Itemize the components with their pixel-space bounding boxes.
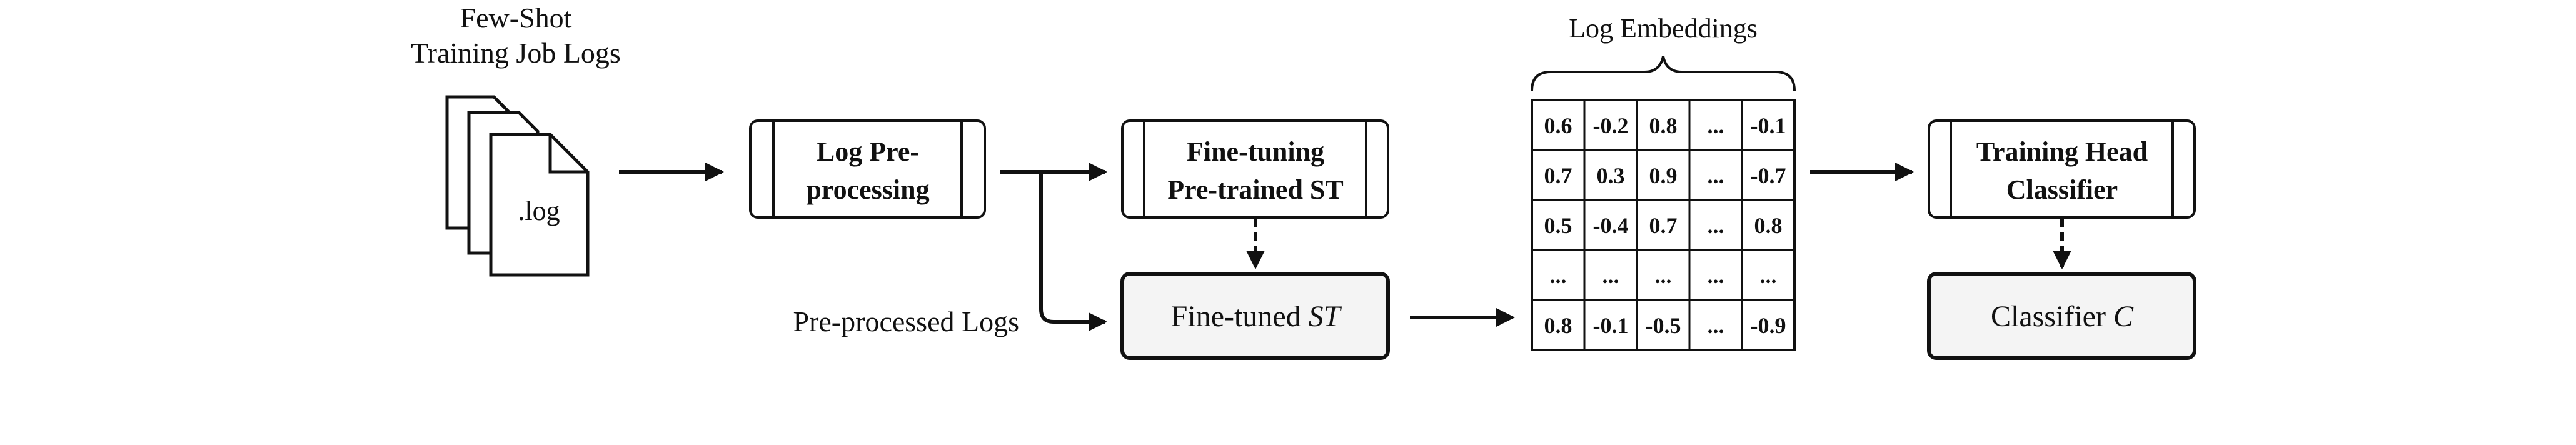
matrix-cell: ...: [1708, 113, 1724, 138]
matrix-cell: -0.4: [1593, 213, 1629, 238]
finetuned-symbol: ST: [1309, 300, 1342, 333]
matrix-cell: 0.5: [1544, 213, 1572, 238]
matrix-cell: 0.7: [1544, 163, 1572, 188]
matrix-cell: 0.8: [1754, 213, 1783, 238]
matrix-border: [1531, 99, 1796, 351]
document-icon: [445, 95, 590, 277]
matrix-cell: 0.9: [1649, 163, 1678, 188]
classifier-symbol: C: [2113, 300, 2134, 333]
matrix-cell: 0.8: [1649, 113, 1678, 138]
svg-text:Classifier C: Classifier C: [1991, 300, 2134, 333]
log-files-stack: Few-Shot Training Job Logs .log: [411, 2, 621, 277]
preprocess-line2: processing: [806, 174, 929, 205]
finetuned-st-box: Fine-tuned ST: [1120, 272, 1390, 360]
matrix-cell: 0.6: [1544, 113, 1572, 138]
embeddings-brace: [1531, 56, 1796, 91]
matrix-cell: -0.1: [1751, 113, 1786, 138]
matrix-cell: ...: [1602, 263, 1619, 288]
matrix-cell: ...: [1708, 313, 1724, 338]
matrix-cell: -0.5: [1646, 313, 1681, 338]
svg-text:Fine-tuned ST: Fine-tuned ST: [1171, 300, 1342, 333]
matrix-cell: -0.7: [1751, 163, 1786, 188]
matrix-cell: ...: [1708, 163, 1724, 188]
matrix-cell: ...: [1655, 263, 1672, 288]
matrix-cell: -0.9: [1751, 313, 1786, 338]
matrix-cell: ...: [1760, 263, 1777, 288]
matrix-cell: -0.2: [1593, 113, 1629, 138]
arrow-preprocess-to-finetuned: [1039, 172, 1107, 331]
training-head-line1: Training Head: [1976, 136, 2148, 167]
matrix-cell: 0.7: [1649, 213, 1678, 238]
embeddings-title: Log Embeddings: [1569, 13, 1758, 44]
matrix-cell: ...: [1550, 263, 1567, 288]
finetuning-line1: Fine-tuning: [1187, 136, 1324, 167]
matrix-cell: -0.1: [1593, 313, 1629, 338]
matrix-cell: 0.8: [1544, 313, 1572, 338]
matrix-cell: 0.3: [1597, 163, 1625, 188]
matrix-cell: ...: [1708, 263, 1724, 288]
finetuned-prefix: Fine-tuned: [1171, 300, 1309, 333]
file-ext-label: .log: [518, 196, 560, 226]
finetuning-line2: Pre-trained ST: [1167, 174, 1344, 205]
input-title-line1: Few-Shot: [460, 2, 572, 34]
preprocessed-logs-label: Pre-processed Logs: [793, 306, 1019, 338]
classifier-prefix: Classifier: [1991, 300, 2113, 333]
training-head-line2: Classifier: [2006, 174, 2118, 205]
classifier-box: Classifier C: [1927, 272, 2196, 360]
matrix-cell: ...: [1708, 213, 1724, 238]
finetuning-box: Fine-tuning Pre-trained ST: [1121, 119, 1389, 219]
input-title-line2: Training Job Logs: [411, 37, 621, 69]
preprocess-line1: Log Pre-: [817, 136, 919, 167]
training-head-box: Training Head Classifier: [1928, 119, 2196, 219]
preprocess-box: Log Pre- processing: [749, 119, 986, 219]
embeddings-matrix: 0.6 -0.2 0.8... -0.1 0.7 0.3 0.9... -0.7 0.5 -0.4…: [1531, 99, 1796, 351]
